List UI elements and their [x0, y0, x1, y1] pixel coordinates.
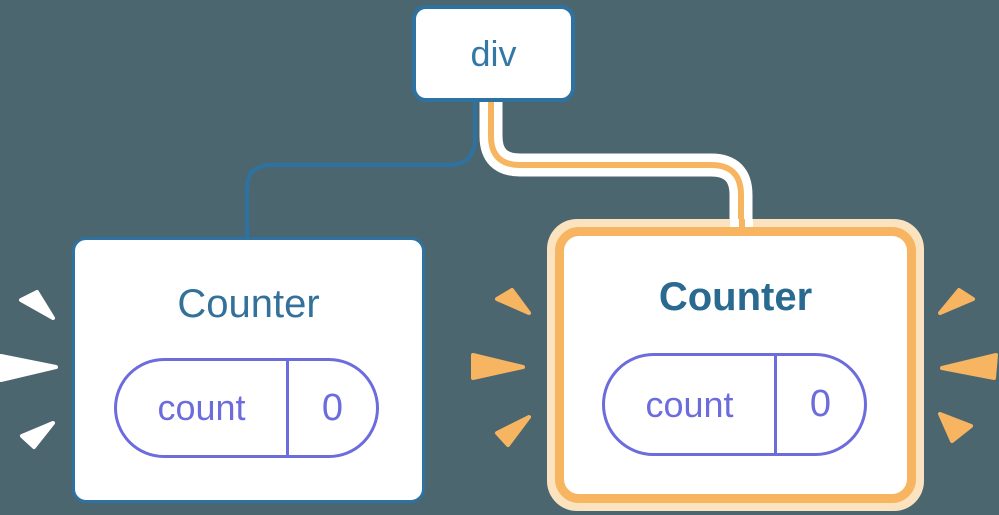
left-counter-burst [0, 290, 58, 449]
burst-dash [940, 353, 998, 380]
state-key-right: count [645, 383, 734, 425]
burst-dash [19, 290, 55, 320]
connector-stub-right [730, 219, 753, 227]
state-key-left: count [157, 387, 246, 428]
burst-dash [495, 415, 531, 447]
state-pill-left: count 0 [114, 358, 379, 458]
burst-dash [495, 288, 531, 315]
edge-div-to-left-counter [245, 98, 477, 242]
connector-stub-core [738, 219, 745, 227]
edge-div-to-right-counter [488, 98, 744, 238]
right-counter-burst-inner [471, 288, 531, 447]
burst-dash [0, 354, 58, 382]
burst-dash [938, 412, 973, 443]
burst-dash [20, 421, 55, 449]
div-node: div [412, 5, 575, 102]
burst-dash [471, 353, 525, 380]
right-counter-burst-outer [938, 288, 998, 443]
counter-title-left: Counter [177, 282, 320, 326]
state-pill-right: count 0 [602, 353, 867, 456]
burst-dash [938, 288, 975, 315]
state-value-left: 0 [286, 361, 376, 455]
div-node-label: div [470, 32, 517, 74]
counter-card-left: Counter count 0 [72, 237, 425, 503]
counter-card-right: Counter count 0 [547, 219, 924, 511]
counter-card-right-border [555, 227, 916, 503]
state-value-right: 0 [774, 356, 864, 453]
counter-title-right: Counter [658, 275, 813, 319]
